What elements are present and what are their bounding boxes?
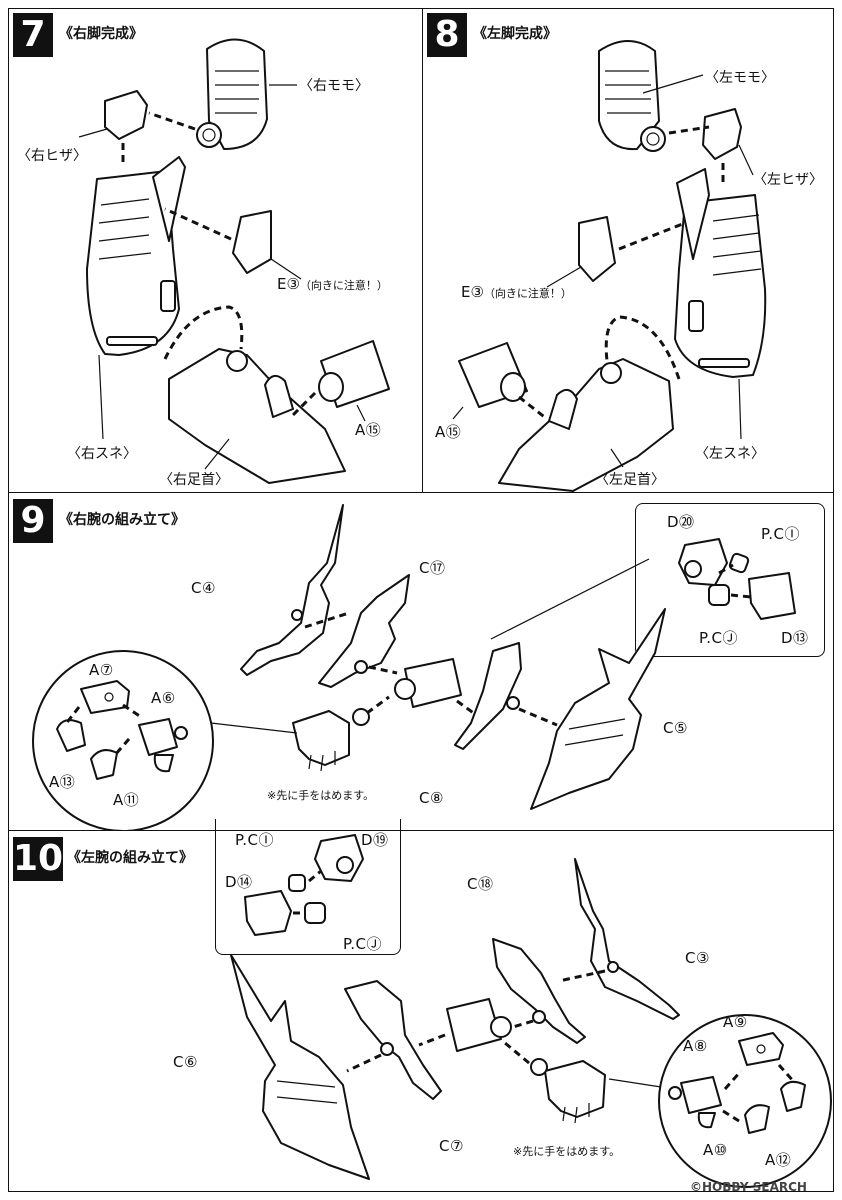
part-d13-label: D⑬ — [781, 629, 809, 647]
step-10-illustration — [230, 834, 832, 1188]
part-e3-label: E③（向きに注意！） — [277, 275, 388, 293]
part-a8-label: A⑧ — [683, 1037, 708, 1055]
part-c6-label: C⑥ — [173, 1053, 198, 1071]
step-10-title: 《左腕の組み立て》 — [67, 850, 193, 866]
part-c5-label: C⑤ — [663, 719, 688, 737]
part-e3-code: E③ — [277, 275, 300, 293]
step-10-note: ※先に手をはめます。 — [513, 1145, 621, 1158]
part-a15-label-left: A⑮ — [435, 423, 462, 441]
step-7-illustration — [78, 38, 390, 484]
step-7-title: 《右脚完成》 — [59, 26, 143, 42]
part-a9-label: A⑨ — [723, 1013, 748, 1031]
left-thigh-label: 〈左モモ〉 — [705, 70, 775, 86]
part-e3-note: （向きに注意！） — [299, 279, 388, 292]
part-a7-label: A⑦ — [89, 661, 114, 679]
step-8-panel: 8 《左脚完成》 〈左モモ — [422, 8, 834, 494]
step-10-panel: 10 《左腕の組み立て》 — [8, 819, 834, 1192]
part-e3-label-left: E③（向きに注意！） — [461, 283, 572, 301]
part-c18-label: C⑱ — [467, 875, 494, 893]
right-knee-label: 〈右ヒザ〉 — [17, 148, 87, 164]
step-9-number: 9 — [13, 499, 53, 543]
step-8-illustration — [452, 40, 767, 492]
left-shin-label: 〈左スネ〉 — [695, 446, 765, 462]
part-e3-note-left: （向きに注意！） — [483, 287, 572, 300]
step-10-number: 10 — [13, 837, 64, 881]
step-8-title: 《左脚完成》 — [473, 26, 557, 42]
part-c7-label: C⑦ — [439, 1137, 464, 1155]
part-c8-label: C⑧ — [419, 789, 444, 807]
part-e3-code-left: E③ — [461, 283, 484, 301]
step-9-title: 《右腕の組み立て》 — [59, 512, 185, 528]
step-9-note: ※先に手をはめます。 — [267, 789, 375, 802]
part-c3-label: C③ — [685, 949, 710, 967]
right-shin-label: 〈右スネ〉 — [67, 446, 137, 462]
part-a6-label: A⑥ — [151, 689, 176, 707]
hobby-search-watermark: ©HOBBY SEARCH — [690, 1180, 807, 1194]
part-c4-label: C④ — [191, 579, 216, 597]
part-d14-label: D⑭ — [225, 873, 253, 891]
step-7-number: 7 — [13, 13, 53, 57]
right-ankle-label: 〈右足首〉 — [159, 472, 229, 488]
part-pc-j-label-left: P.CⒿ — [343, 935, 382, 953]
part-a13-label: A⑬ — [49, 773, 76, 791]
part-pc-i-label-left: P.CⒾ — [235, 831, 274, 849]
part-pc-j-label: P.CⒿ — [699, 629, 738, 647]
left-ankle-label: 〈左足首〉 — [595, 472, 665, 488]
step-9-polycap-inset — [635, 503, 825, 657]
part-pc-i-label: P.CⒾ — [761, 525, 800, 543]
part-a10-label: A⑩ — [703, 1141, 728, 1159]
part-a11-label: A⑪ — [113, 791, 140, 809]
step-10-polycap-inset — [215, 819, 401, 955]
part-a15-label: A⑮ — [355, 421, 382, 439]
right-thigh-label: 〈右モモ〉 — [299, 78, 369, 94]
left-knee-label: 〈左ヒザ〉 — [753, 172, 823, 188]
step-8-number: 8 — [427, 13, 467, 57]
part-d19-label: D⑲ — [361, 831, 389, 849]
part-d20-label: D⑳ — [667, 513, 695, 531]
part-a12-label: A⑫ — [765, 1151, 792, 1169]
step-7-panel: 7 《右脚完成》 〈右モモ — [8, 8, 424, 494]
step-9-panel: 9 《右腕の組み立て》 — [8, 492, 834, 832]
step-9-illustration — [32, 504, 796, 832]
part-c17-label: C⑰ — [419, 559, 446, 577]
